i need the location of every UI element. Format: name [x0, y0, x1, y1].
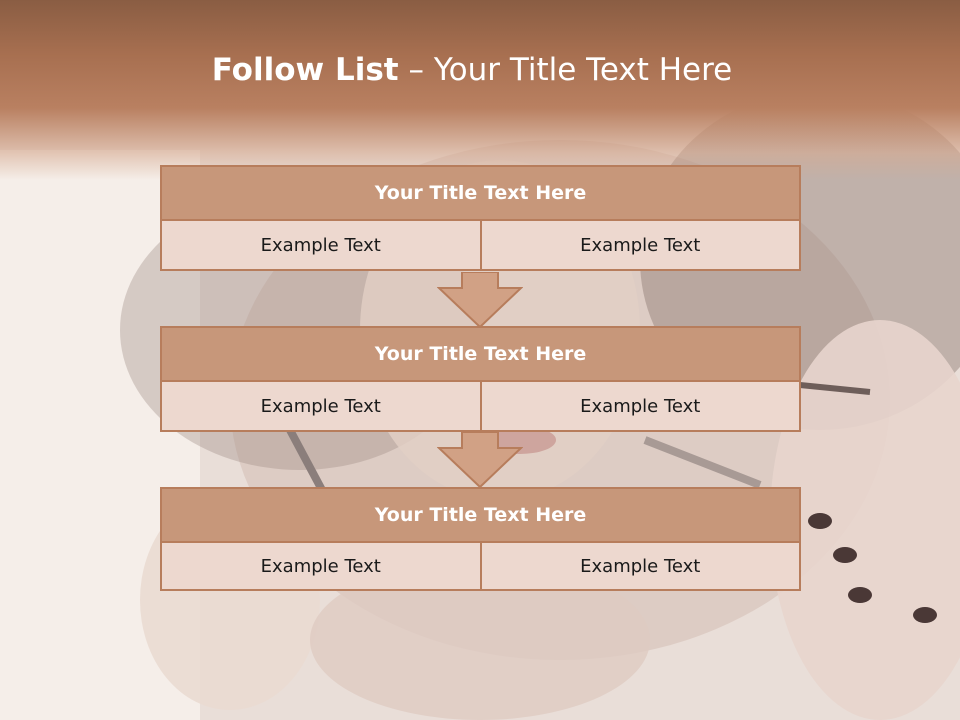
title-rest: – Your Title Text Here: [398, 52, 733, 88]
block-title[interactable]: Your Title Text Here: [160, 487, 801, 543]
block-row: Example Text Example Text: [160, 382, 801, 432]
block-cell-left[interactable]: Example Text: [160, 382, 482, 432]
down-arrow-icon: [437, 432, 523, 488]
block-row: Example Text Example Text: [160, 221, 801, 271]
block-cell-right[interactable]: Example Text: [481, 221, 801, 271]
block-cell-left[interactable]: Example Text: [160, 543, 482, 591]
block-cell-left[interactable]: Example Text: [160, 221, 482, 271]
slide-title: Follow List – Your Title Text Here: [0, 52, 944, 88]
title-bold: Follow List: [211, 52, 399, 88]
list-block-2: Your Title Text Here Example Text Exampl…: [160, 326, 801, 432]
list-block-1: Your Title Text Here Example Text Exampl…: [160, 165, 801, 271]
block-row: Example Text Example Text: [160, 543, 801, 591]
block-title[interactable]: Your Title Text Here: [160, 326, 801, 382]
block-cell-right[interactable]: Example Text: [481, 543, 801, 591]
list-block-3: Your Title Text Here Example Text Exampl…: [160, 487, 801, 591]
header-band: [0, 0, 960, 180]
block-cell-right[interactable]: Example Text: [481, 382, 801, 432]
block-title[interactable]: Your Title Text Here: [160, 165, 801, 221]
down-arrow-icon: [437, 272, 523, 328]
